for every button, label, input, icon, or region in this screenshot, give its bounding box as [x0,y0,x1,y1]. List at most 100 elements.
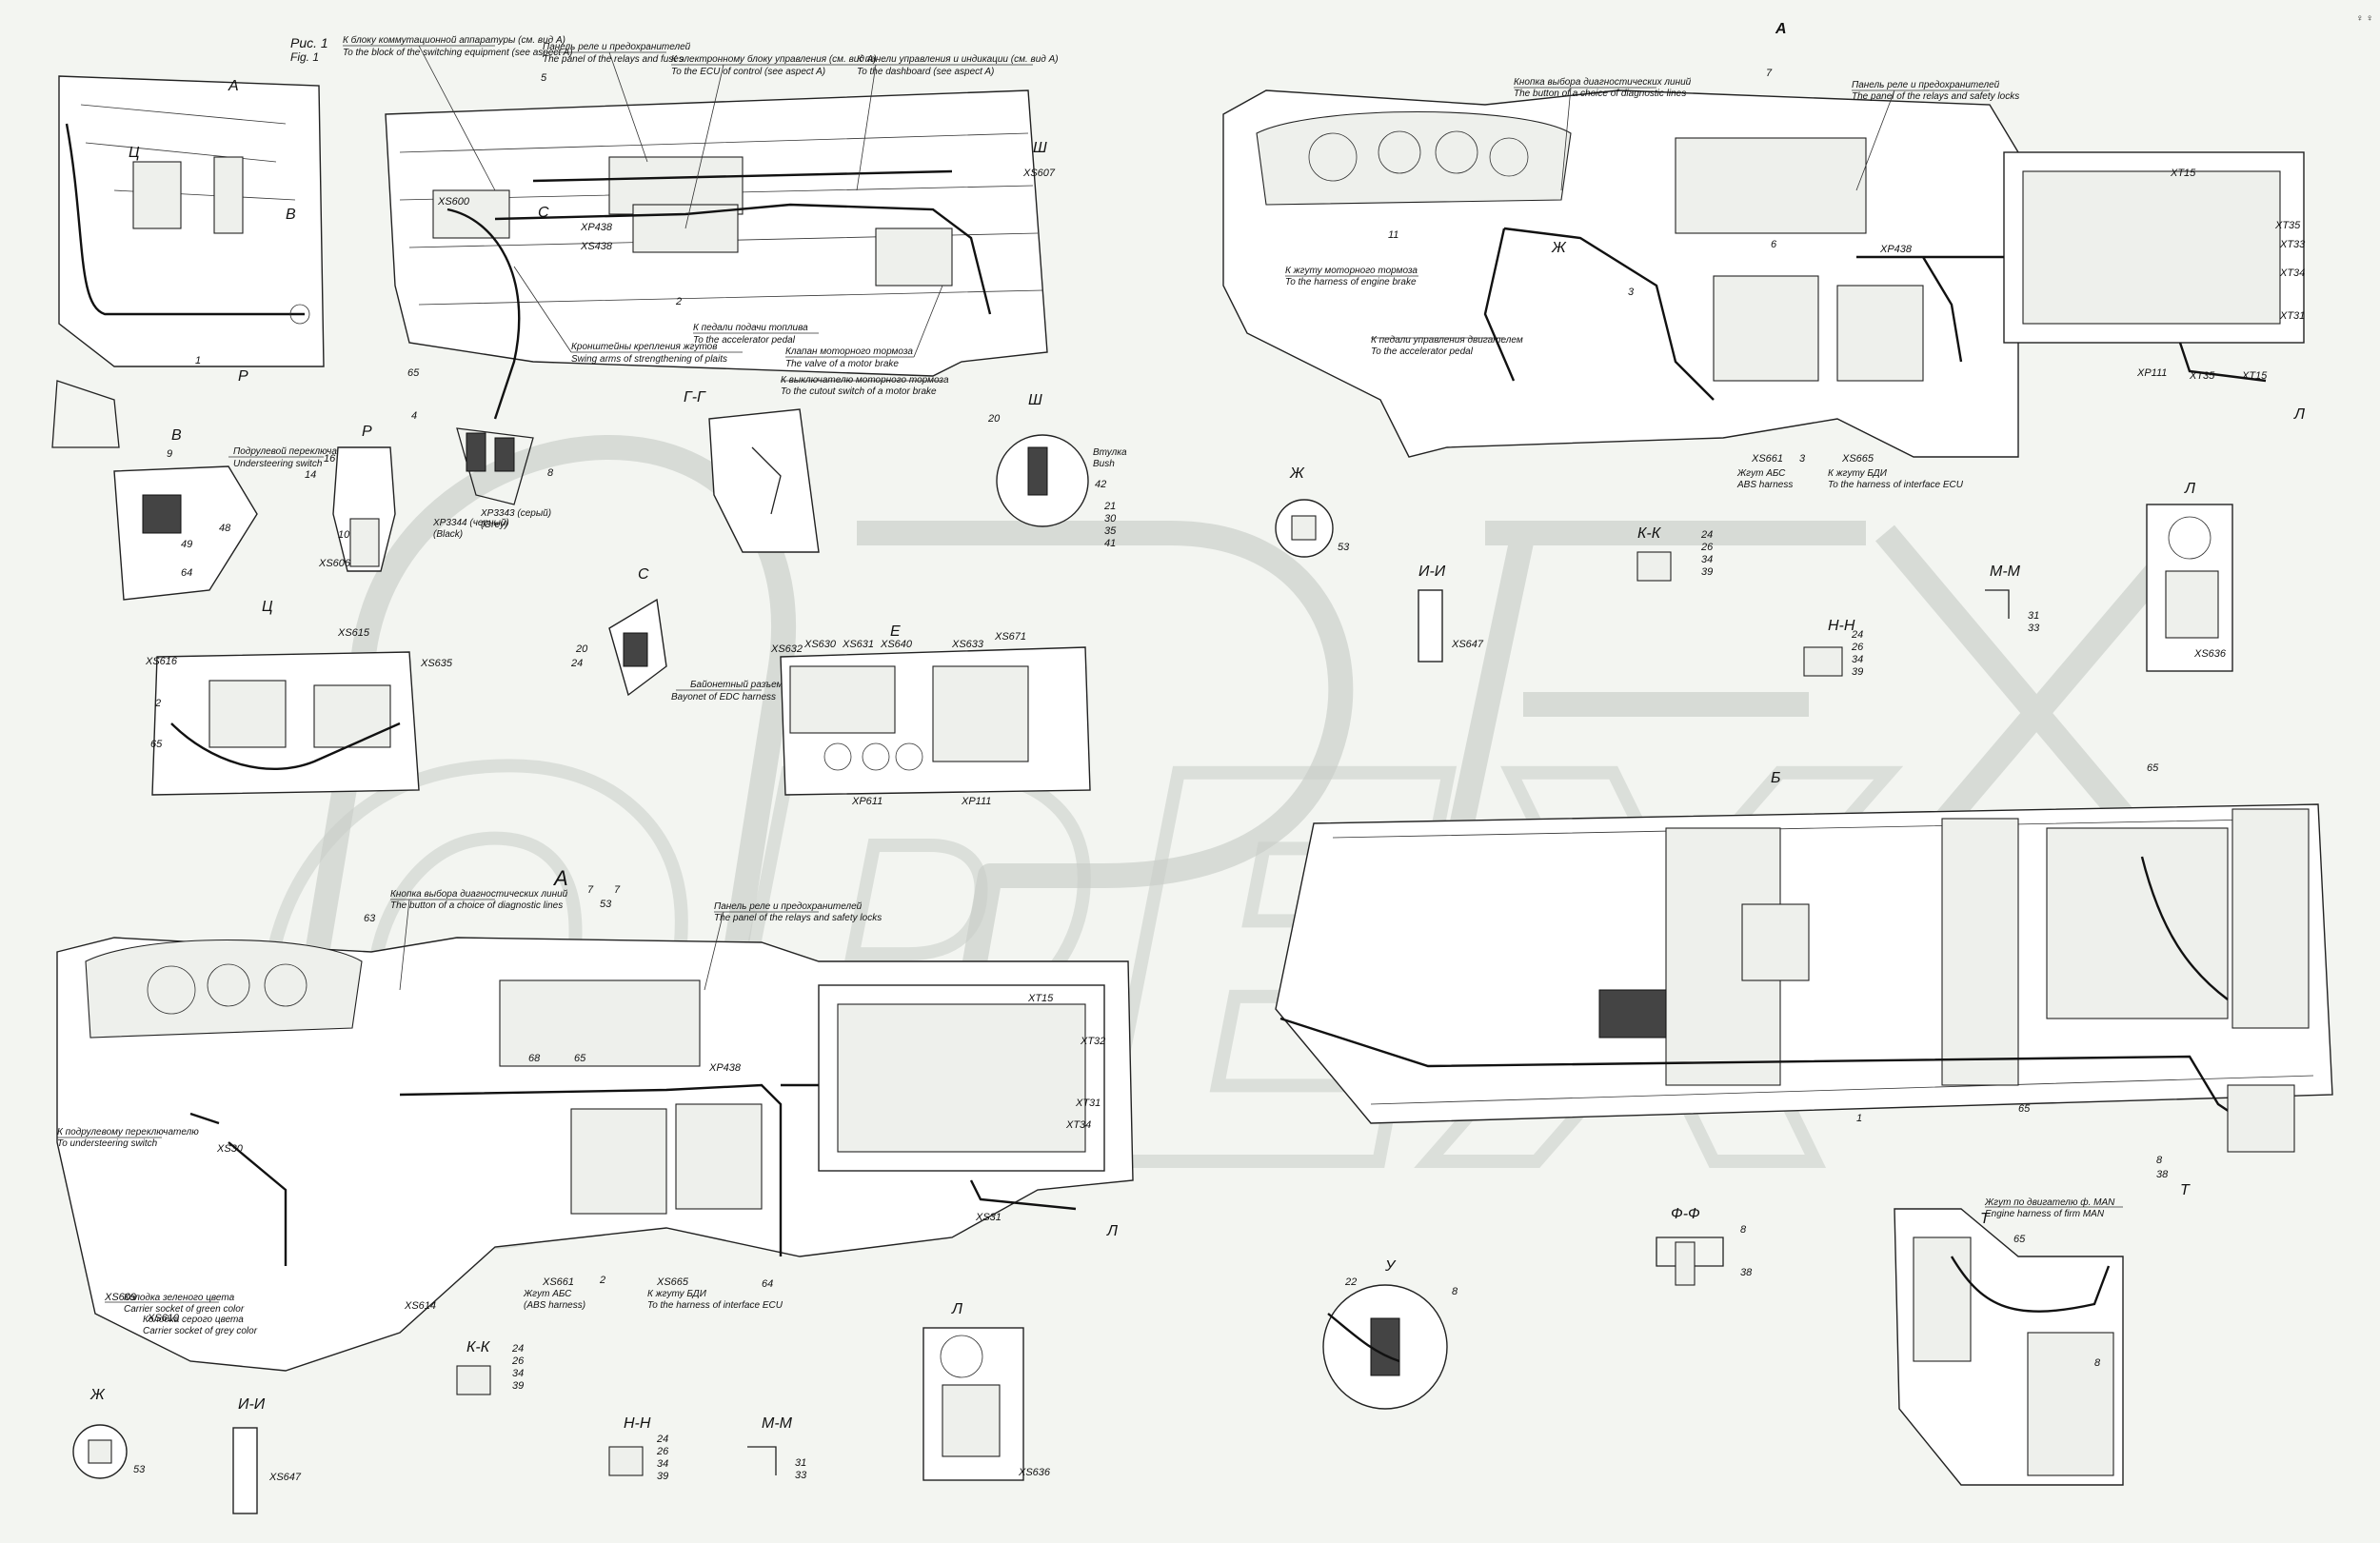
view-t-marker: Т [2180,1182,2191,1198]
callout: 64 [181,567,192,579]
connector-label: XS640 [880,639,913,650]
annotation: Клапан моторного тормоза [785,346,913,357]
detail-view-nn-bottom: Н-Н 24 26 34 39 [608,1415,669,1482]
connector-label: XT35 [2189,370,2215,382]
detail-view-kk-top: К-К 24 26 34 39 [1636,525,1714,582]
connector-label: XT31 [1075,1098,1101,1109]
figure-title-en: Fig. 1 [290,50,319,64]
annotation: Колодка серого цвета [143,1315,244,1325]
callout: 4 [411,410,417,422]
annotation: К электронному блоку управления (см. вид… [671,53,877,65]
annotation: The panel of the relays and fuses [543,54,684,65]
detail-view-zh-bottom: Ж 53 [72,1387,146,1479]
detail-view-sh: Ш 20 Втулка Bush 42 21 30 35 41 [987,392,1127,549]
detail-view-ts: Ц XS616 XS615 XS635 2 65 [145,599,453,796]
connector-label: XS438 [580,241,613,252]
view-label: Т [1980,1211,1991,1227]
view-ts-marker: Ц [129,145,140,161]
view-label: У [1384,1258,1397,1275]
view-label: Е [890,623,901,640]
callout: 5 [541,72,547,84]
annotation: ABS harness [1736,480,1793,490]
view-v-marker: В [286,207,296,223]
annotation: Understeering switch [233,459,323,469]
chassis-plan-view-b: Б 1 65 65 8 38 Т [1275,762,2333,1198]
callout: 65 [2147,762,2159,774]
connector-label: XS630 [803,639,837,650]
callout: 24 [1700,529,1713,541]
annotation: К жгуту БДИ [647,1289,707,1299]
view-zh-marker: Ж [1551,240,1567,256]
callout: 3 [1799,453,1806,465]
connector-label: XT15 [1027,993,1054,1004]
view-a-bottom: A Кнопка выбора диагностических линий Th… [56,866,1134,1372]
callout: 24 [570,658,583,669]
view-label: A [552,866,568,890]
connector-label: XS633 [951,639,984,650]
connector-label: XT34 [2279,267,2305,279]
annotation: To the block of the switching equipment … [343,48,573,58]
annotation: Панель реле и предохранителей [543,42,691,52]
annotation: To the dashboard (see aspect A) [857,67,994,77]
connector-label: XT34 [1065,1119,1091,1131]
callout: 68 [528,1053,541,1064]
callout: 42 [1095,479,1106,490]
view-label: Н-Н [1828,618,1855,634]
connector-label: XT15 [2241,370,2268,382]
detail-view-r: Р 14 16 10 XS606 [305,424,396,572]
connector-label: XS614 [404,1300,436,1312]
callout: 38 [1740,1267,1753,1278]
connector-label: XS636 [2193,648,2227,660]
annotation: Панель реле и предохранителей [1852,80,2000,90]
callout: 24 [656,1434,668,1445]
annotation: The button of a choice of diagnostic lin… [1514,89,1686,99]
view-a-marker: A [228,78,239,94]
callout: 53 [600,899,612,910]
connector-label: XP438 [1879,244,1913,255]
view-label: A [1775,21,1787,37]
callout: 2 [675,296,682,307]
annotation: Втулка [1093,447,1127,458]
detail-view-l-bottom: Л XS636 [922,1301,1051,1481]
view-label: Р [362,424,372,440]
callout: 65 [2018,1103,2031,1115]
annotation: XP3343 (серый) [480,508,551,519]
view-label: Ж [1289,465,1305,482]
connector-label: XS671 [994,631,1026,643]
callout: 53 [1338,542,1350,553]
connector-label: XS665 [1841,453,1874,465]
callout: 39 [1852,666,1863,678]
callout: 31 [795,1457,806,1469]
callout: 65 [150,739,163,750]
annotation: К подрулевому переключателю [57,1127,199,1137]
connector-label: XS665 [656,1276,689,1288]
callout: 7 [1766,68,1773,79]
callout: 2 [599,1275,605,1286]
view-label: К-К [1637,525,1662,542]
connector-label: XS607 [1022,168,1056,179]
cab-side-view: A Ц В Р 1 [51,75,325,448]
annotation: To the accelerator pedal [693,335,796,346]
connector-label: XS632 [770,643,803,655]
view-label: Л [2184,481,2195,497]
detail-view-ff: Ф-Ф 8 38 [1656,1206,1753,1286]
annotation: Колодка зеленого цвета [124,1293,235,1303]
callout: 8 [1740,1224,1747,1236]
annotation: To the cutout switch of a motor brake [781,386,937,397]
view-label: И-И [238,1396,266,1413]
detail-view-v: В Подрулевой переключатель Understeering… [113,427,360,601]
connector-label: XS661 [542,1276,574,1288]
callout: 9 [167,448,172,460]
annotation: (ABS harness) [524,1300,585,1311]
view-label: К-К [466,1339,491,1355]
callout: 34 [657,1458,668,1470]
view-label: И-И [1418,564,1446,580]
view-l-marker: Л [1106,1223,1118,1239]
annotation: К педали управления двигателем [1371,335,1523,346]
callout: 35 [1104,525,1117,537]
annotation: Engine harness of firm MAN [1985,1209,2105,1219]
annotation: Жгут АБС [523,1289,572,1299]
callout: 2 [154,698,161,709]
annotation: XP3344 (черный) [432,518,509,528]
callout: 7 [614,884,621,896]
